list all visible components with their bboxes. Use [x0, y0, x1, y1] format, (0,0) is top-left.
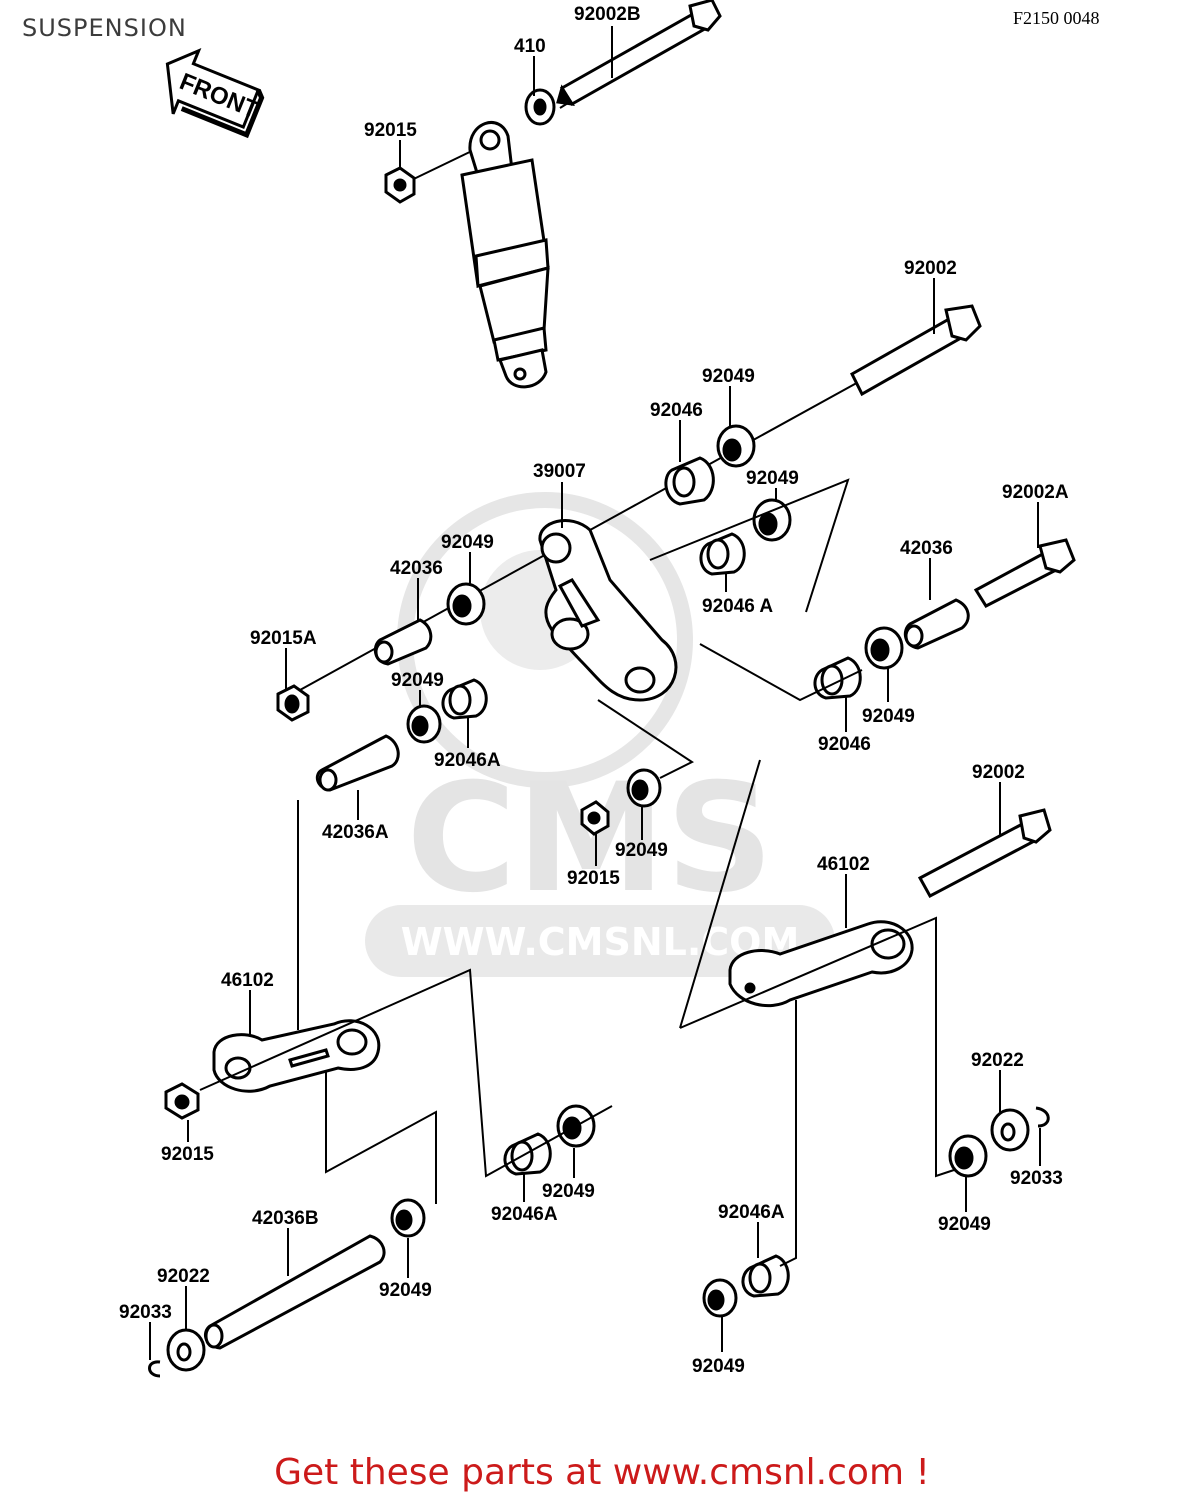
- seal-92049-right-lower: [864, 626, 904, 670]
- callout-92049-i: 92049: [379, 1280, 432, 1301]
- washer-92022-right: [990, 1108, 1030, 1152]
- callout-92002b: 92002B: [574, 4, 641, 25]
- callout-labels: 92002B 410 92015 92002 92049 92046 39007…: [119, 4, 1069, 1377]
- watermark: CMS WWW.CMSNL.COM: [365, 492, 835, 977]
- collar-42036a: [315, 734, 400, 792]
- callout-92049-j: 92049: [692, 1356, 745, 1377]
- bearing-92046-upper: [664, 456, 715, 506]
- callout-92049-f: 92049: [615, 840, 668, 861]
- tie-rod-46102-right: [728, 920, 914, 1008]
- shaft-42036b: [203, 1234, 386, 1350]
- tie-rod-46102-left: [212, 1019, 381, 1093]
- circlip-92033-right: [1035, 1106, 1050, 1128]
- collar-42036-right: [903, 598, 970, 650]
- callout-92046a-lower-mid: 92046A: [491, 1204, 558, 1225]
- callout-92046a-right: 92046 A: [702, 596, 773, 617]
- seal-92049-center: [626, 768, 662, 808]
- nut-92015-center: [580, 800, 610, 836]
- callout-410: 410: [514, 36, 546, 57]
- page-title: SUSPENSION: [22, 14, 187, 42]
- bolt-92002b: [556, 0, 722, 107]
- callout-39007: 39007: [533, 461, 586, 482]
- callout-92033-left: 92033: [119, 1302, 172, 1323]
- bearing-92046a-right: [699, 532, 746, 576]
- seal-92049-upper: [716, 424, 756, 468]
- callout-92015-center: 92015: [567, 868, 620, 889]
- callout-92046a-lower-right: 92046A: [718, 1202, 785, 1223]
- nut-92015-lower: [164, 1082, 200, 1120]
- callout-92002-lower: 92002: [972, 762, 1025, 783]
- callout-92015a: 92015A: [250, 628, 317, 649]
- callout-92022-left: 92022: [157, 1266, 210, 1287]
- seal-92049-right: [752, 498, 792, 542]
- callout-92049-h: 92049: [938, 1214, 991, 1235]
- nut-92015-top: [384, 166, 416, 204]
- bearing-92046a-mid: [441, 678, 488, 720]
- nut-92015a: [276, 684, 310, 722]
- callout-92046-a: 92046: [650, 400, 703, 421]
- assembly-guide-lines: [199, 478, 955, 1267]
- collar-42036-left: [373, 618, 433, 666]
- rocker-arm-39007: [538, 519, 678, 702]
- callout-92002-upper: 92002: [904, 258, 957, 279]
- callout-92049-d: 92049: [391, 670, 444, 691]
- bolt-92002-lower: [917, 808, 1052, 899]
- washer-92022-left: [166, 1328, 206, 1372]
- callout-42036a: 42036A: [322, 822, 389, 843]
- callout-92002a: 92002A: [1002, 482, 1069, 503]
- seal-92049-mid: [406, 704, 442, 744]
- shock-absorber: [394, 13, 713, 389]
- callout-42036-left: 42036: [390, 558, 443, 579]
- callout-92046-right: 92046: [818, 734, 871, 755]
- figure-code: F2150 0048: [1013, 8, 1100, 28]
- callout-92049-a: 92049: [702, 366, 755, 387]
- washer-410: [524, 88, 556, 126]
- bearing-92046-right-lower: [813, 656, 862, 700]
- callout-92049-c: 92049: [441, 532, 494, 553]
- bearing-92046a-lower-right: [741, 1254, 790, 1298]
- front-direction-arrow: FRONT: [165, 47, 265, 139]
- leader-lines: [149, 26, 1041, 1360]
- callout-92049-g: 92049: [542, 1181, 595, 1202]
- callout-92015-lower: 92015: [161, 1144, 214, 1165]
- exploded-parts-diagram: CMS WWW.CMSNL.COM FRONT: [119, 0, 1076, 1378]
- seal-92049-bottom-right: [702, 1278, 738, 1318]
- callout-46102-right: 46102: [817, 854, 870, 875]
- circlip-92033-left: [148, 1360, 161, 1378]
- callout-46102-left: 46102: [221, 970, 274, 991]
- footer-parts-link[interactable]: Get these parts at www.cmsnl.com !: [274, 1452, 930, 1493]
- callout-92015-top: 92015: [364, 120, 417, 141]
- seal-92049-lower-left: [390, 1198, 426, 1238]
- callout-92022-right: 92022: [971, 1050, 1024, 1071]
- callout-92049-e: 92049: [862, 706, 915, 727]
- callout-92033-right: 92033: [1010, 1168, 1063, 1189]
- callout-42036b: 42036B: [252, 1208, 319, 1229]
- watermark-url: WWW.CMSNL.COM: [401, 920, 800, 964]
- seal-92049-lower-right: [948, 1134, 988, 1178]
- seal-92049-left: [446, 582, 486, 626]
- watermark-brand: CMS: [406, 752, 773, 926]
- callout-92049-b: 92049: [746, 468, 799, 489]
- bolt-92002a: [973, 538, 1076, 608]
- callout-92046a-mid: 92046A: [434, 750, 501, 771]
- callout-42036-right: 42036: [900, 538, 953, 559]
